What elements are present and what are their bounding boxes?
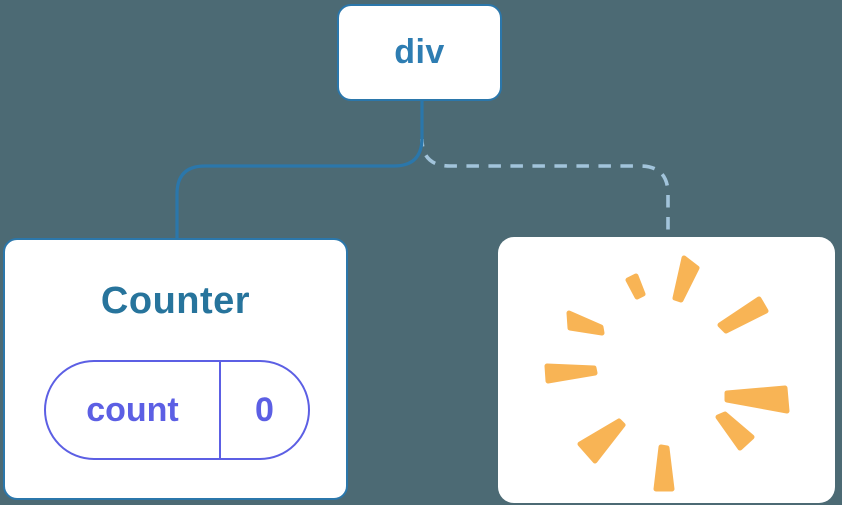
burst-ray <box>653 444 675 492</box>
burst-ray <box>544 363 598 384</box>
edge-dashed-removed-child <box>420 138 670 239</box>
burst-ray <box>625 273 646 300</box>
burst-ray <box>672 255 700 303</box>
burst-ray <box>577 418 626 464</box>
state-pill: count 0 <box>44 360 310 460</box>
node-div-root: div <box>337 4 502 101</box>
counter-title: Counter <box>100 280 251 322</box>
burst-ray <box>717 296 769 334</box>
node-removed <box>498 237 835 503</box>
state-value: 0 <box>255 390 274 429</box>
edge-solid-counter-child <box>175 99 424 240</box>
burst-ray <box>566 310 605 336</box>
burst-ray <box>724 385 790 414</box>
burst-ray <box>715 411 755 451</box>
poof-burst-rays <box>544 255 790 492</box>
node-div-label: div <box>394 33 445 71</box>
poof-burst-icon <box>544 255 790 492</box>
state-name: count <box>46 362 221 458</box>
node-counter: Counter count 0 <box>3 238 348 500</box>
